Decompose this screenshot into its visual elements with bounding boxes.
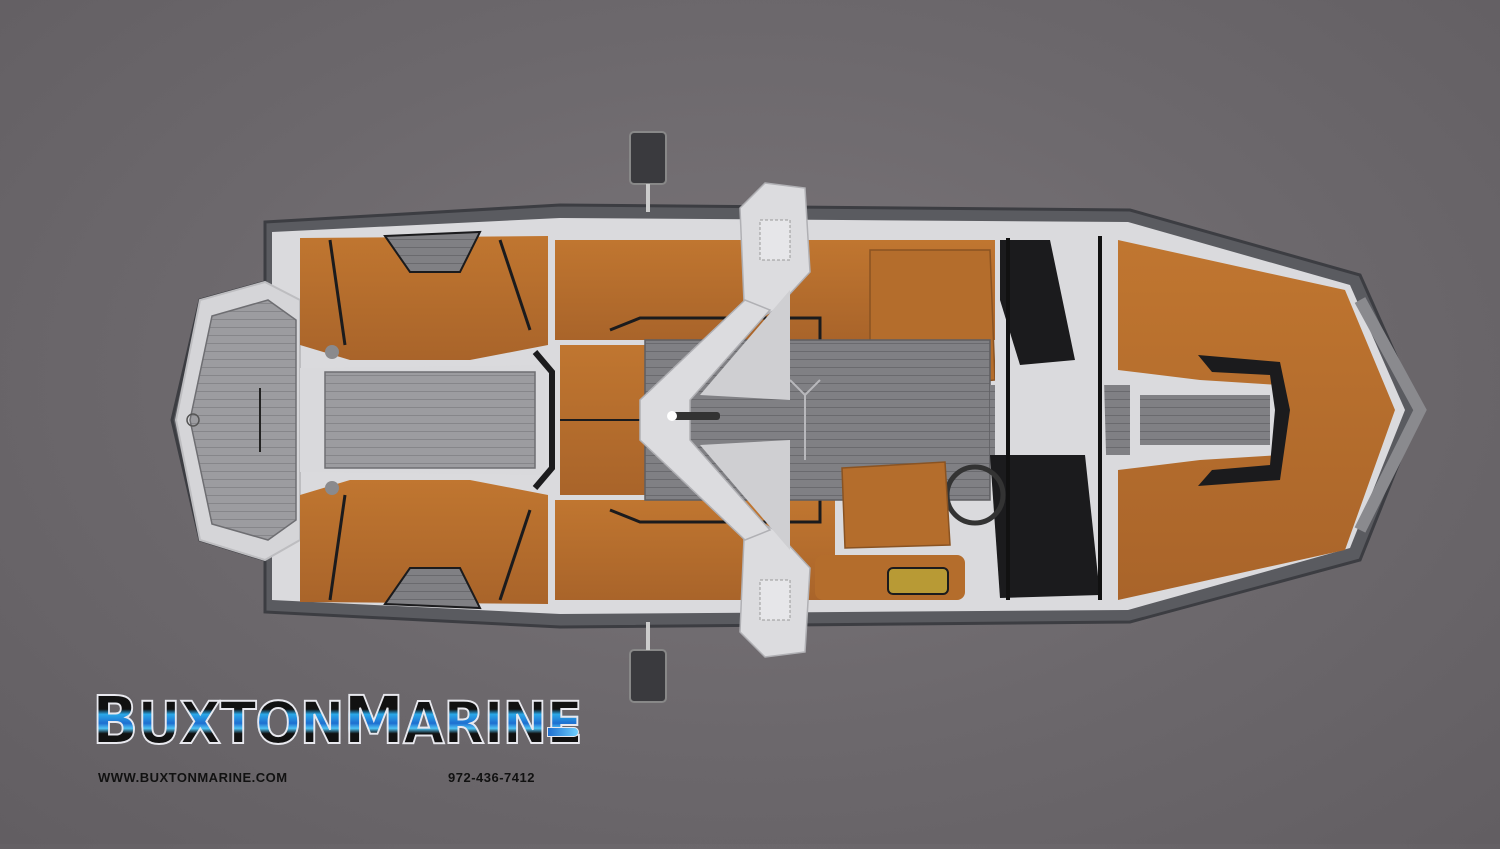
logo-swoosh-icon — [547, 727, 579, 737]
logo-word-arine: ARINE — [402, 689, 584, 757]
windshield-console — [944, 228, 1110, 605]
wakeboard-tower — [629, 131, 811, 703]
logo-word-uxton: UXTON — [136, 689, 345, 757]
rear-sunpad — [300, 350, 555, 490]
driver-seat — [815, 461, 965, 600]
bow-seating — [1118, 240, 1427, 600]
logo-wordmark: BUXTONMARINE — [91, 687, 584, 757]
control-panel — [887, 567, 949, 595]
logo-letter-b: B — [91, 682, 139, 759]
logo-letter-m: M — [343, 682, 405, 759]
swim-platform — [174, 280, 301, 562]
board-rack-bottom — [629, 649, 667, 703]
board-rack-top — [629, 131, 667, 185]
logo-website: WWW.BUXTONMARINE.COM — [98, 770, 288, 785]
stern-seating — [300, 230, 548, 610]
logo-phone: 972-436-7412 — [448, 770, 535, 785]
buxton-marine-logo: BUXTONMARINE WWW.BUXTONMARINE.COM 972-43… — [91, 687, 584, 790]
